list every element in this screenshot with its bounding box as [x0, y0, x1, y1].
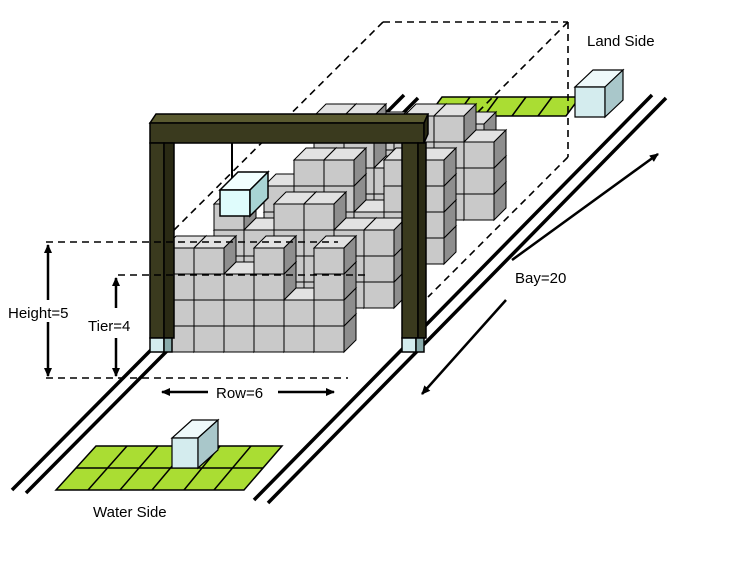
dimension-arrows: [44, 152, 659, 396]
container: [302, 190, 348, 232]
water-side-lane: [54, 445, 284, 491]
land-side-label: Land Side: [587, 33, 655, 50]
container: [322, 146, 368, 188]
wheel-left: [149, 337, 165, 353]
gantry-top-beam-top: [148, 113, 430, 124]
container: [462, 128, 508, 170]
rail-right-inner: [266, 96, 668, 505]
block-outline-front: [46, 241, 365, 379]
water-side-label: Water Side: [93, 504, 167, 521]
gantry-leg-left: [149, 142, 165, 339]
rail-right-outer: [252, 93, 654, 502]
gantry-crane: [148, 113, 430, 353]
bay-label: Bay=20: [515, 270, 566, 287]
water-side-truck-container: [170, 418, 220, 470]
land-side-truck-container: [573, 68, 625, 119]
spreader-box: [219, 189, 251, 217]
row-label: Row=6: [216, 385, 263, 402]
container: [362, 216, 408, 258]
height-label: Height=5: [8, 305, 68, 322]
gantry-leg-right: [401, 142, 419, 339]
wheel-right: [401, 337, 417, 353]
bay-arrow: [511, 152, 659, 262]
gantry-top-beam: [149, 122, 425, 144]
tier-label: Tier=4: [88, 318, 130, 335]
